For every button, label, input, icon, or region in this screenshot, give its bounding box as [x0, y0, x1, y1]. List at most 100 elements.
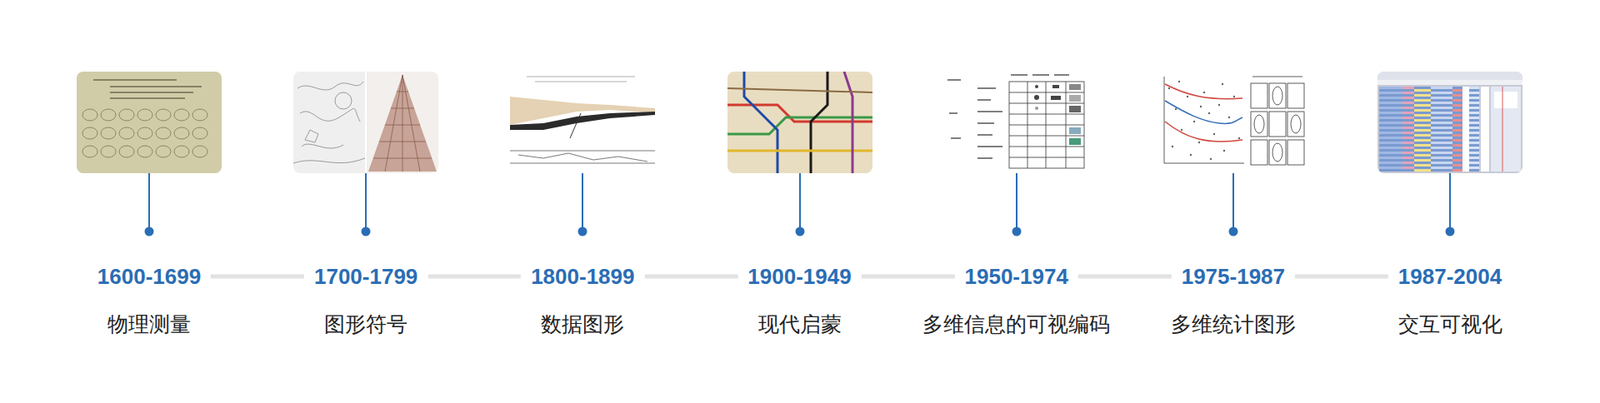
- art-line: [365, 173, 367, 232]
- art-ellipse: [192, 145, 208, 158]
- art-ellipse: [100, 145, 116, 158]
- art-rect: [1377, 71, 1523, 80]
- art-rect: [366, 71, 439, 174]
- art-path: [727, 105, 873, 122]
- art-line: [977, 134, 993, 136]
- art-line: [402, 75, 404, 172]
- art-line: [977, 157, 993, 160]
- art-rect: [1377, 71, 1523, 174]
- art-rect: [1250, 111, 1268, 137]
- art-line: [1009, 146, 1085, 148]
- art-ellipse: [119, 127, 135, 140]
- art-ellipse: [100, 109, 116, 121]
- art-line: [535, 81, 627, 83]
- art-circle: [1200, 105, 1202, 108]
- art-circle: [1180, 129, 1183, 131]
- art-path: [305, 130, 319, 143]
- art-rect: [1269, 83, 1286, 109]
- art-group: [1160, 71, 1306, 174]
- art-circle: [1229, 227, 1239, 237]
- art-path: [744, 71, 778, 174]
- stem-lines: [149, 173, 1450, 232]
- art-line: [1232, 173, 1235, 232]
- thumbnail-tube-map: [727, 71, 873, 174]
- period-date: 1900-1949: [737, 263, 861, 290]
- thumbnail-statistics: [1160, 71, 1306, 174]
- art-circle: [1198, 141, 1200, 144]
- art-circle: [1034, 95, 1040, 100]
- art-rect: [1269, 111, 1286, 137]
- period-title: 图形符号: [324, 310, 408, 338]
- art-group: [526, 76, 635, 82]
- art-rect: [1069, 95, 1081, 102]
- art-ellipse: [82, 109, 98, 121]
- art-line: [949, 112, 958, 115]
- thumbnail-data-graphic: [510, 71, 655, 174]
- art-line: [581, 173, 584, 232]
- period-date: 1987-2004: [1388, 263, 1512, 290]
- art-ellipse: [174, 109, 190, 121]
- art-path: [297, 81, 364, 90]
- art-rect: [365, 71, 367, 174]
- art-line: [1015, 173, 1018, 232]
- art-path: [1165, 100, 1243, 124]
- period-date: 1950-1974: [955, 263, 1079, 290]
- art-ellipse: [137, 109, 153, 121]
- art-group: [510, 150, 655, 164]
- art-line: [385, 75, 403, 172]
- art-line: [93, 79, 177, 80]
- art-line: [799, 173, 801, 232]
- art-circle: [1171, 145, 1174, 148]
- art-rect: [1069, 105, 1081, 113]
- period-date: 1600-1699: [87, 263, 211, 290]
- art-path: [293, 158, 365, 164]
- art-line: [1032, 74, 1050, 76]
- art-ellipse: [192, 109, 208, 121]
- art-line: [950, 137, 961, 140]
- art-rect: [1069, 138, 1081, 145]
- art-circle: [145, 227, 155, 237]
- art-circle: [1035, 106, 1039, 110]
- art-circle: [1208, 112, 1210, 115]
- thumbnail-measurement: [76, 71, 222, 174]
- period-date: 1975-1987: [1171, 263, 1295, 290]
- art-line: [1009, 125, 1085, 126]
- stem-dots: [145, 227, 1455, 237]
- art-rect: [1287, 140, 1305, 165]
- art-rect: [1490, 86, 1521, 172]
- art-circle: [1035, 85, 1039, 89]
- art-ellipse: [155, 127, 171, 140]
- period-title: 物理测量: [107, 310, 191, 338]
- art-group: [727, 71, 873, 174]
- art-path: [810, 71, 828, 174]
- art-group: [1164, 76, 1305, 165]
- art-circle: [1213, 133, 1215, 135]
- art-group: [93, 80, 202, 99]
- art-line: [1009, 103, 1085, 105]
- art-ellipse: [137, 145, 153, 158]
- art-path: [727, 150, 873, 153]
- art-ellipse: [155, 109, 171, 121]
- art-line: [1009, 92, 1085, 94]
- art-circle: [1193, 120, 1195, 123]
- art-circle: [1445, 227, 1455, 237]
- art-rect: [944, 71, 1090, 174]
- art-circle: [795, 227, 805, 237]
- art-ellipse: [82, 127, 98, 140]
- art-path: [518, 153, 648, 162]
- art-path: [510, 111, 655, 130]
- art-line: [1054, 74, 1070, 76]
- art-line: [977, 87, 996, 90]
- art-rect: [1052, 85, 1060, 89]
- art-line: [1252, 76, 1303, 78]
- art-group: [510, 71, 655, 174]
- art-path: [727, 117, 873, 135]
- art-circle: [1190, 154, 1192, 156]
- art-rect: [1269, 140, 1286, 165]
- art-rect: [76, 71, 222, 174]
- art-circle: [361, 227, 371, 237]
- art-line: [1010, 74, 1028, 76]
- art-circle: [1186, 95, 1189, 98]
- art-line: [947, 79, 961, 81]
- art-circle: [1012, 227, 1022, 237]
